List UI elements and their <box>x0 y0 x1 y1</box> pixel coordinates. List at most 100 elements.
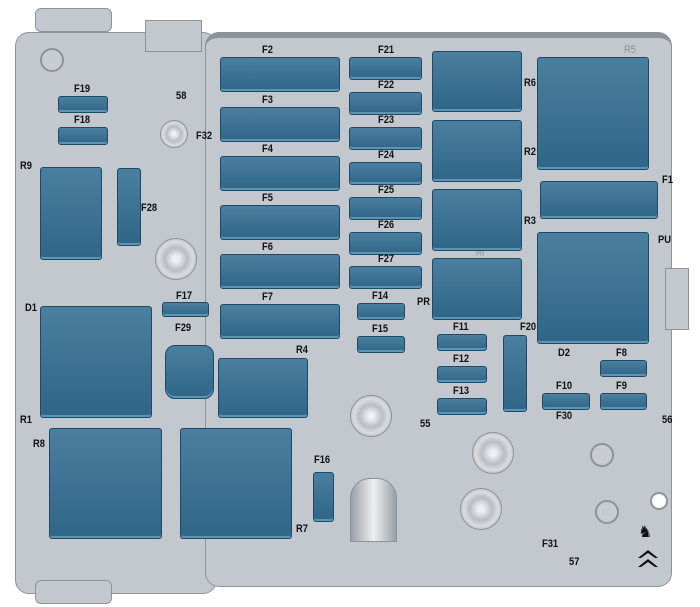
label: PR <box>476 251 485 258</box>
label: F11 <box>453 321 469 333</box>
label: F31 <box>542 538 559 550</box>
label: R3 <box>524 215 536 227</box>
bolt <box>350 395 392 437</box>
label: R1 <box>20 414 32 426</box>
fuse-f24 <box>349 162 422 185</box>
relay-r4 <box>218 358 308 418</box>
fuse-f19 <box>58 96 108 113</box>
label: F2 <box>262 44 273 56</box>
label: F12 <box>453 353 470 365</box>
fuse-f20 <box>503 335 527 412</box>
label: F21 <box>378 44 395 56</box>
fuse-f26 <box>349 232 422 255</box>
label: R6 <box>524 77 536 89</box>
relay-pr <box>432 258 522 320</box>
label: F16 <box>314 454 331 466</box>
fuse-f22 <box>349 92 422 115</box>
mount-hole <box>650 492 668 510</box>
label: F8 <box>616 347 627 359</box>
fuse-f1 <box>540 181 658 219</box>
bolt <box>472 432 514 474</box>
fuse-f4 <box>220 156 340 191</box>
label: R7 <box>296 523 308 535</box>
fuse-f12 <box>437 366 487 383</box>
fuse-f15 <box>357 336 405 353</box>
label: 56 <box>662 414 673 426</box>
double-chevron-logo-icon <box>638 550 658 567</box>
fuse-f6 <box>220 254 340 289</box>
fuse-f11 <box>437 334 487 351</box>
relay-r6 <box>432 51 522 112</box>
label: F13 <box>453 385 470 397</box>
fuse-f28 <box>117 168 141 246</box>
label: F29 <box>175 322 192 334</box>
label: R5 <box>624 44 636 56</box>
mount-hole <box>595 500 619 524</box>
label: F18 <box>74 114 91 126</box>
fuse-f16 <box>313 472 334 522</box>
relay-r8 <box>49 428 162 539</box>
label: F9 <box>616 380 627 392</box>
label: PU <box>658 234 671 246</box>
label: PR <box>417 296 430 308</box>
label: 57 <box>569 556 580 568</box>
label: F24 <box>378 149 395 161</box>
label: F14 <box>372 290 389 302</box>
fuse-f9 <box>600 393 647 410</box>
label: F7 <box>262 291 273 303</box>
top-clip <box>35 8 112 32</box>
fuse-f27 <box>349 266 422 289</box>
relay-pu <box>537 232 649 344</box>
mount-hole <box>590 443 614 467</box>
bolt <box>460 488 502 530</box>
fuse-f13 <box>437 398 487 415</box>
bolt <box>155 238 197 280</box>
label: F32 <box>196 130 213 142</box>
label: F19 <box>74 83 91 95</box>
relay-r9 <box>40 167 102 260</box>
label: F23 <box>378 114 395 126</box>
top-tab <box>145 20 202 52</box>
label: R8 <box>33 438 45 450</box>
fuse-f21 <box>349 57 422 80</box>
fuse-f18 <box>58 127 108 145</box>
fuse-f3 <box>220 107 340 142</box>
label: F1 <box>662 174 673 186</box>
label: R9 <box>20 160 32 172</box>
label: F28 <box>141 202 158 214</box>
label: D1 <box>25 302 37 314</box>
label: F27 <box>378 253 395 265</box>
label: 55 <box>420 418 431 430</box>
fuse-f7 <box>220 304 340 339</box>
lion-logo-icon: ♞ <box>638 524 653 541</box>
label: F10 <box>556 380 573 392</box>
mount-hole <box>40 48 64 72</box>
fuse-f10 <box>542 393 590 410</box>
fuse-f23 <box>349 127 422 150</box>
bolt <box>160 120 188 148</box>
fuse-f17 <box>162 302 209 317</box>
fuse-f14 <box>357 303 405 320</box>
right-tab <box>665 268 689 330</box>
label: F20 <box>520 321 537 333</box>
label: F6 <box>262 241 273 253</box>
fuse-f5 <box>220 205 340 240</box>
label: F30 <box>556 410 573 422</box>
fuse-f25 <box>349 197 422 220</box>
relay-r3 <box>432 189 522 251</box>
label: F22 <box>378 79 395 91</box>
label: R4 <box>296 344 308 356</box>
relay-r7 <box>180 428 292 539</box>
relay-r2 <box>432 120 522 182</box>
label: F5 <box>262 192 273 204</box>
label: 58 <box>176 90 187 102</box>
fuse-f29 <box>165 345 214 399</box>
relay-r5 <box>537 57 649 170</box>
fuse-f2 <box>220 57 340 92</box>
label: F15 <box>372 323 389 335</box>
terminal-post <box>350 478 397 542</box>
label: F25 <box>378 184 395 196</box>
fuse-f8 <box>600 360 647 377</box>
relay-d1 <box>40 306 152 418</box>
